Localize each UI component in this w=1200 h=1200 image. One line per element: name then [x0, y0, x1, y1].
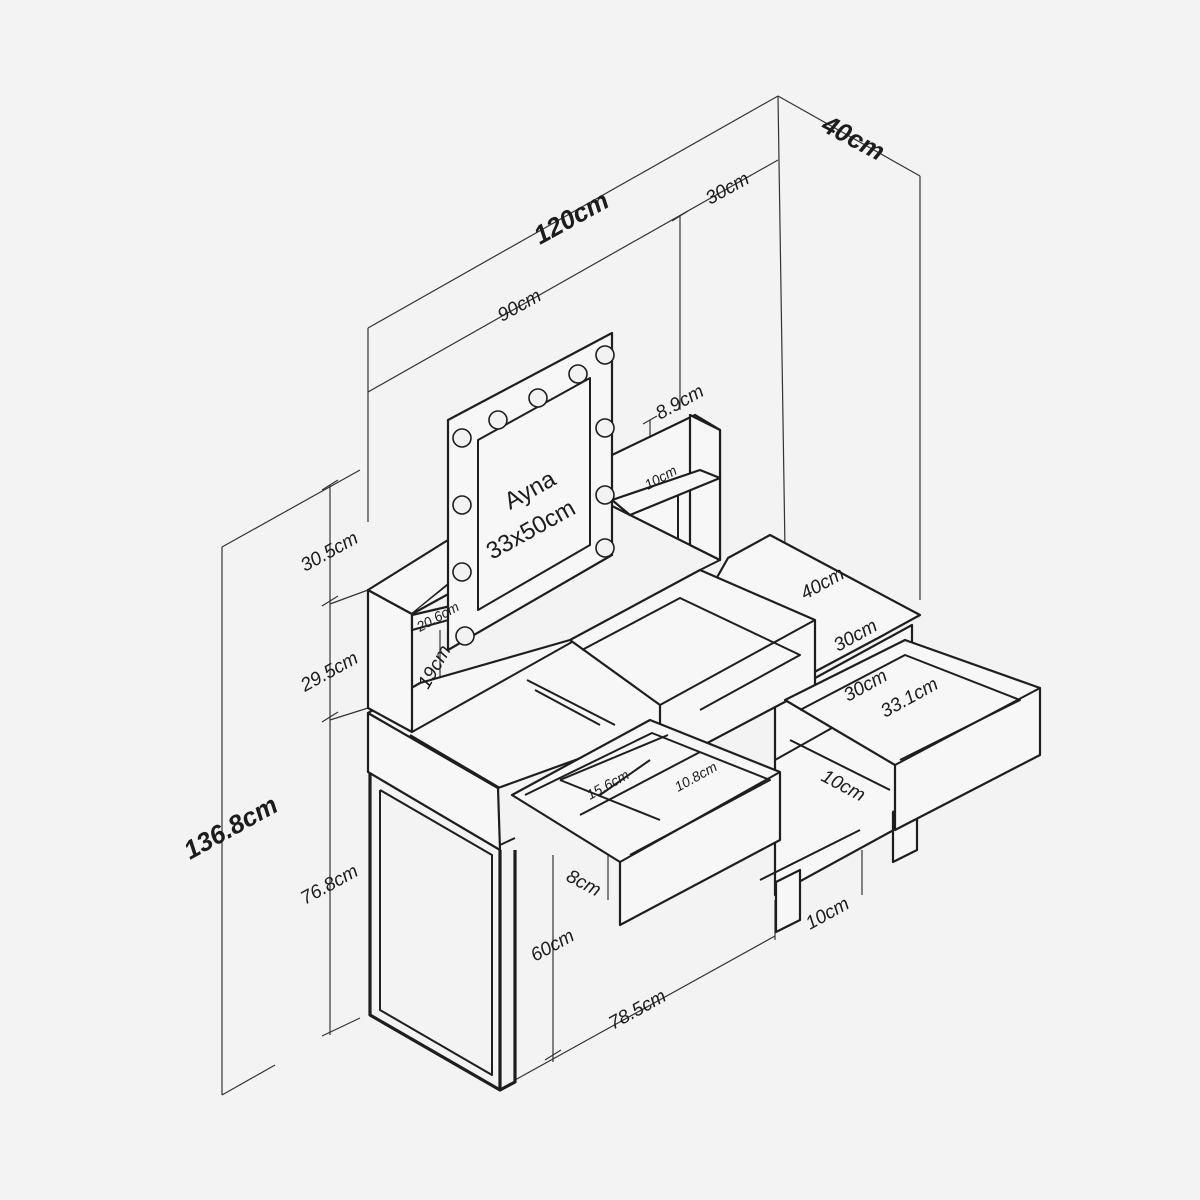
- bulb-icon: [595, 485, 615, 505]
- label-foot-height: 10cm: [802, 893, 853, 934]
- bulb-icon: [452, 428, 472, 448]
- bulb-icon: [455, 626, 475, 646]
- mirror: [446, 331, 615, 652]
- bulb-icon: [452, 495, 472, 515]
- bulb-icon: [452, 562, 472, 582]
- label-drawer-left-height: 8cm: [563, 866, 605, 901]
- label-total-width: 120cm: [528, 185, 613, 250]
- label-depth: 40cm: [816, 108, 890, 166]
- table-body: [366, 413, 1042, 1092]
- bulb-icon: [595, 538, 615, 558]
- label-right-width: 30cm: [702, 168, 753, 209]
- bulb-icon: [568, 364, 588, 384]
- bulb-icon: [528, 388, 548, 408]
- bulb-icon: [595, 345, 615, 365]
- bulb-icon: [488, 410, 508, 430]
- bulb-icon: [595, 418, 615, 438]
- label-bottom-width: 78.5cm: [605, 986, 670, 1035]
- label-mid-section: 29.5cm: [296, 648, 362, 697]
- label-left-width: 90cm: [494, 285, 545, 326]
- label-total-height: 136.8cm: [178, 789, 282, 865]
